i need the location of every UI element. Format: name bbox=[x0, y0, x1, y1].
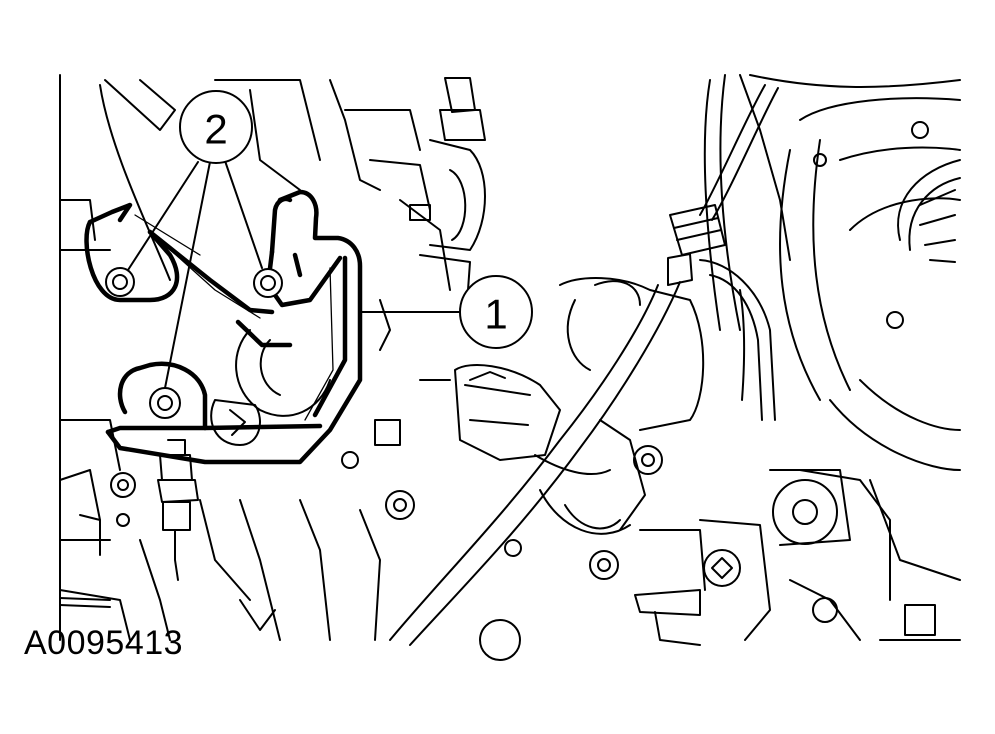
fuel-line bbox=[389, 84, 779, 646]
bolt-upper-right bbox=[253, 268, 283, 298]
engine-right-side bbox=[703, 74, 961, 641]
callout-2: 2 bbox=[179, 90, 253, 164]
callout-leaders bbox=[127, 157, 461, 389]
pump-assembly bbox=[454, 259, 851, 646]
bolt-left bbox=[105, 267, 135, 297]
callout-1: 1 bbox=[459, 275, 533, 349]
engine-block-left bbox=[59, 74, 521, 661]
figure-id-label: A0095413 bbox=[24, 624, 184, 662]
callout-2-number: 2 bbox=[204, 106, 227, 153]
bolt-lower bbox=[149, 387, 181, 419]
callout-1-number: 1 bbox=[484, 291, 507, 338]
engine-upper-center bbox=[409, 77, 486, 291]
bracket-part bbox=[84, 189, 363, 465]
electrical-connector bbox=[157, 439, 199, 581]
